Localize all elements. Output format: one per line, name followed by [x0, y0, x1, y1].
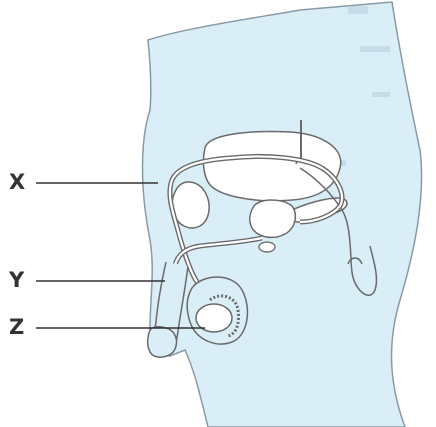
bulbourethral-gland — [259, 242, 275, 252]
label-z: Z — [9, 317, 24, 338]
label-y: Y — [9, 270, 24, 291]
label-x: X — [9, 172, 25, 193]
glans — [148, 327, 177, 357]
prostate-gland — [250, 200, 296, 237]
